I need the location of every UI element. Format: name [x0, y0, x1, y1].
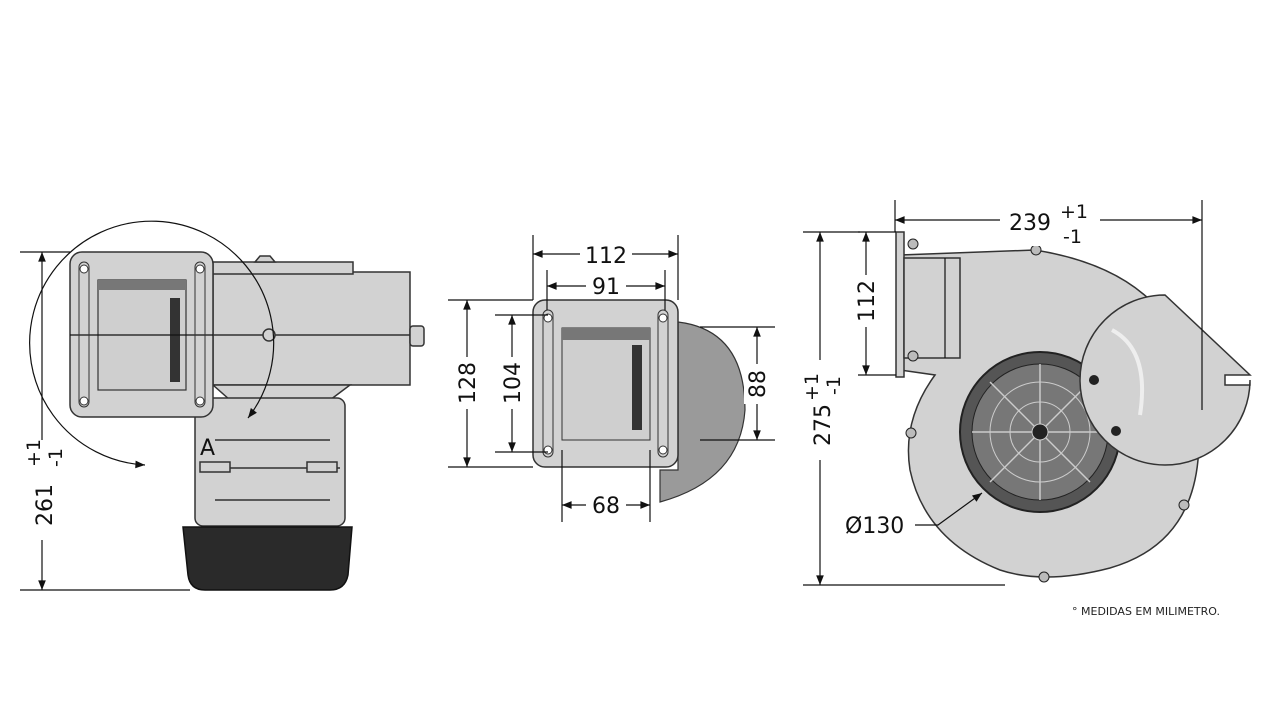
height-dim-label: 261: [33, 484, 58, 526]
blower-housing: [212, 271, 411, 386]
tol-minus: -1: [45, 448, 67, 467]
wing-nut: [253, 255, 277, 263]
diameter-leader: [915, 492, 983, 526]
hole-spacing-label: 68: [592, 494, 620, 519]
height-tol-minus: -1: [823, 376, 845, 395]
width-dim-label: 239: [1009, 211, 1051, 236]
front-view: 239 +1 -1 112 275 +1 -1 Ø130: [801, 196, 1252, 586]
bolt: [409, 325, 425, 347]
rotation-label: A: [200, 436, 215, 461]
motor-clamp: [306, 461, 338, 473]
units-note: ° MEDIDAS EM MILIMETRO.: [1072, 605, 1220, 618]
motor-clamp: [199, 461, 231, 473]
opening-height-label: 104: [501, 362, 526, 404]
outlet-duct: [903, 257, 961, 359]
housing-rim: [212, 261, 354, 275]
outlet-height-label: 112: [855, 280, 880, 322]
flange-width-label: 112: [585, 244, 627, 269]
outlet-flange-edge: [895, 231, 905, 378]
inlet-diameter-label: Ø130: [845, 514, 904, 539]
motor-end-cap: [182, 526, 353, 591]
side-view: A 261 +1 -1: [20, 220, 425, 591]
tol-plus: +1: [23, 439, 45, 467]
flange-height-label: 128: [456, 362, 481, 404]
height-tol-plus: +1: [801, 373, 823, 401]
height-dim-label: 275: [811, 404, 836, 446]
damper-disc: [1079, 294, 1252, 466]
outlet-view: 112 91 128 104 88 68: [448, 235, 775, 522]
motor-shaft: [1031, 423, 1049, 441]
rotation-arrow: [29, 220, 275, 469]
housing-bolts: [905, 238, 1190, 583]
width-tol-minus: -1: [1063, 226, 1082, 248]
damper-blade: [170, 298, 180, 382]
opening-width-label: 91: [592, 275, 620, 300]
bolt: [262, 328, 276, 342]
housing-side: [659, 321, 746, 503]
damper-blade: [632, 345, 642, 430]
housing-depth-label: 88: [746, 370, 771, 398]
width-tol-plus: +1: [1060, 201, 1088, 223]
